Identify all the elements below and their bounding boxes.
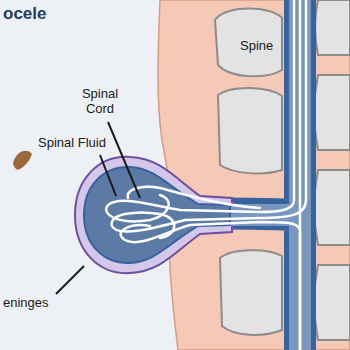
diagram-title: ocele [3, 4, 46, 24]
part-label: Spine [238, 38, 275, 53]
part-label: Spinal Cord [76, 86, 124, 116]
part-label: eninges [3, 295, 49, 310]
part-label: Spinal Fluid [38, 135, 106, 150]
